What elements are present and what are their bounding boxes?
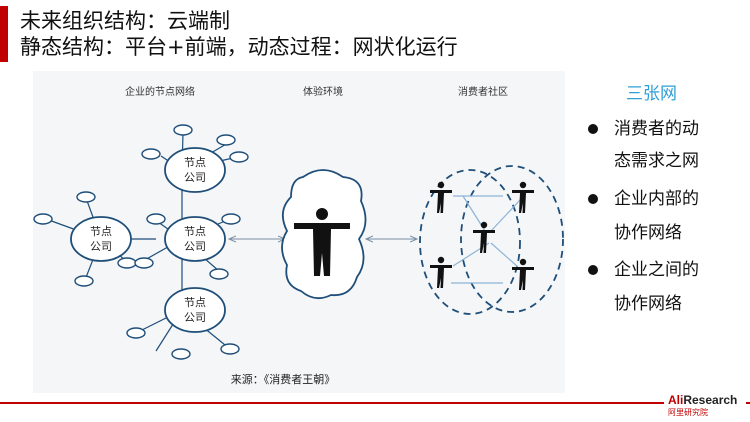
- bullet-3-line2: 协作网络: [614, 294, 682, 314]
- svg-text:公司: 公司: [184, 240, 206, 253]
- node-company-center: 节点 公司: [164, 216, 226, 262]
- node-company-left: 节点 公司: [70, 216, 132, 262]
- consumer-person-3: [473, 221, 495, 253]
- consumer-person-2: [512, 181, 534, 213]
- slide-subtitle: 静态结构：平台+前端，动态过程：网状化运行: [20, 35, 458, 59]
- consumer-person-5: [512, 258, 534, 290]
- svg-text:节点: 节点: [184, 225, 206, 238]
- satellite-nodes: [33, 124, 249, 360]
- svg-text:公司: 公司: [184, 171, 206, 184]
- bullet-1-line1: 消费者的动: [614, 119, 699, 139]
- sidebar-heading: 三张网: [626, 84, 677, 104]
- svg-text:节点: 节点: [184, 156, 206, 169]
- svg-text:节点: 节点: [184, 296, 206, 309]
- title-accent-bar: [0, 6, 8, 62]
- bullet-2-line2: 协作网络: [614, 223, 682, 243]
- node-company-bottom: 节点 公司: [164, 287, 226, 333]
- diagram-panel: 企业的节点网络 体验环境 消费者社区: [33, 71, 565, 393]
- slide-title: 未来组织结构：云端制: [20, 9, 230, 33]
- aliresearch-logo: AliResearch 阿里研究院: [664, 393, 746, 419]
- bullet-1-line2: 态需求之网: [614, 151, 699, 171]
- svg-text:节点: 节点: [90, 225, 112, 238]
- bullet-dot-1: [588, 124, 598, 134]
- label-consumer-community: 消费者社区: [458, 85, 508, 98]
- svg-text:公司: 公司: [90, 240, 112, 253]
- node-company-top: 节点 公司: [164, 147, 226, 193]
- community-circle-right: [460, 165, 564, 313]
- label-experience-environment: 体验环境: [303, 85, 343, 98]
- community-circle-left: [419, 169, 521, 315]
- bullet-dot-2: [588, 194, 598, 204]
- bullet-3-line1: 企业之间的: [614, 260, 699, 280]
- svg-text:公司: 公司: [184, 311, 206, 324]
- cloud-network-diagram: 企业的节点网络 体验环境 消费者社区: [33, 85, 564, 386]
- consumer-person-1: [430, 181, 452, 213]
- diagram-source: 来源：《消费者王朝》: [231, 372, 336, 386]
- footer-rule: [0, 402, 750, 404]
- bullet-dot-3: [588, 265, 598, 275]
- bullet-2-line1: 企业内部的: [614, 189, 699, 209]
- consumer-person-4: [430, 256, 452, 288]
- label-node-network: 企业的节点网络: [125, 85, 195, 98]
- person-icon: [294, 208, 350, 276]
